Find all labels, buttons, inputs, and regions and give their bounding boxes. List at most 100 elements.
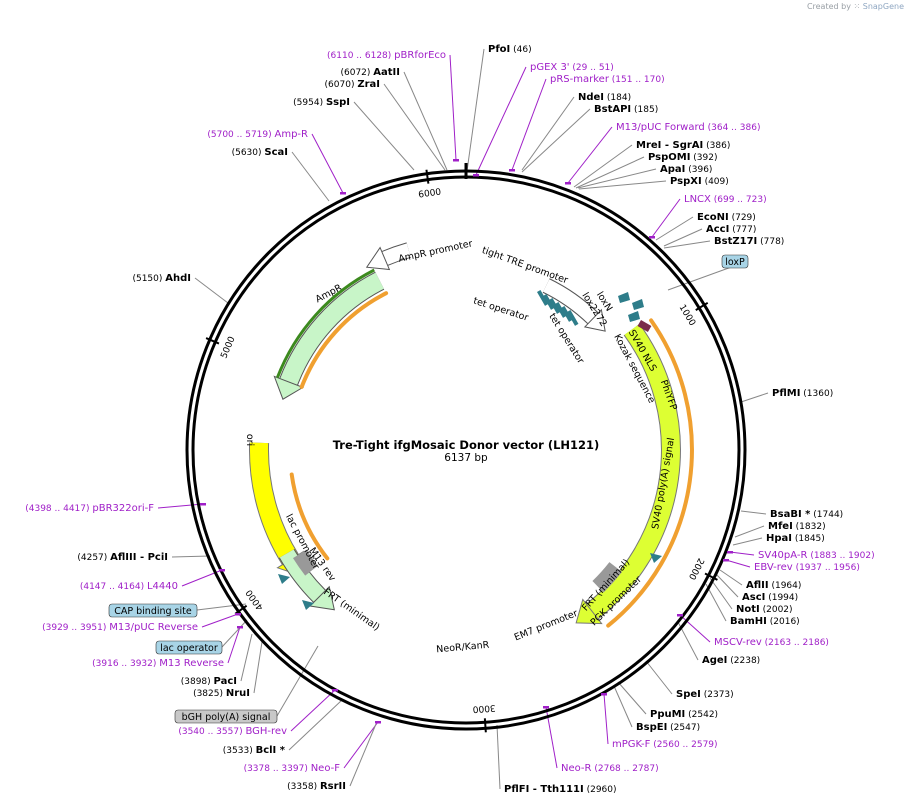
enzyme-label[interactable]: PflFI - Tth111I (2960) <box>504 784 617 795</box>
primer-label[interactable]: mPGK-F (2560 .. 2579) <box>612 739 718 750</box>
enzyme-label[interactable]: MfeI (1832) <box>768 521 826 532</box>
feature-arc[interactable] <box>280 272 384 386</box>
tick-label: 4000 <box>244 587 266 612</box>
enzyme-label[interactable]: PflMI (1360) <box>772 388 833 399</box>
enzyme-label[interactable]: AgeI (2238) <box>702 655 760 666</box>
primer-label[interactable]: (3916 .. 3932) M13 Reverse <box>92 658 224 669</box>
enzyme-label[interactable]: PspXI (409) <box>670 176 729 187</box>
primer-label[interactable]: (5700 .. 5719) Amp-R <box>207 129 308 140</box>
boxed-feature-bg[interactable] <box>174 709 278 724</box>
primer-binding-mark <box>473 174 479 177</box>
enzyme-label[interactable]: (5630) ScaI <box>232 147 288 158</box>
primer-label[interactable]: Neo-R (2768 .. 2787) <box>561 763 659 774</box>
primer-label[interactable]: SV40pA-R (1883 .. 1902) <box>758 550 875 561</box>
site-name: PacI <box>214 676 237 687</box>
enzyme-label[interactable]: BspEI (2547) <box>636 722 700 733</box>
enzyme-label[interactable]: NdeI (184) <box>578 92 631 103</box>
tick-mark <box>425 169 430 184</box>
enzyme-label[interactable]: AccI (777) <box>706 224 756 235</box>
site-leader-line <box>253 641 263 694</box>
enzyme-label[interactable]: BstZ17I (778) <box>714 236 784 247</box>
terminator-box[interactable] <box>592 561 623 593</box>
feature-arc[interactable] <box>279 549 326 603</box>
enzyme-label[interactable]: ApaI (396) <box>660 164 712 175</box>
boxed-feature-bg[interactable] <box>721 254 749 269</box>
site-leader-line <box>194 277 229 304</box>
enzyme-label[interactable]: PpuMI (2542) <box>650 709 718 720</box>
enzyme-label[interactable]: (6070) ZraI <box>325 79 380 90</box>
enzyme-label[interactable]: (6072) AatII <box>340 67 400 78</box>
primer-label[interactable]: EBV-rev (1937 .. 1956) <box>754 562 860 573</box>
enzyme-label[interactable]: AscI (1994) <box>742 592 798 603</box>
frt-site-marker <box>278 574 290 584</box>
site-position: (2373) <box>701 690 734 700</box>
boxed-feature-bg[interactable] <box>108 603 198 618</box>
site-leader-line <box>729 551 755 556</box>
site-name: BclI * <box>256 745 286 756</box>
site-leader-line <box>466 48 485 172</box>
primer-label[interactable]: (6110 .. 6128) pBRforEco <box>327 50 446 61</box>
site-position: (3533) <box>223 746 256 756</box>
enzyme-label[interactable]: EcoNI (729) <box>697 212 756 223</box>
enzyme-label[interactable]: PspOMI (392) <box>648 152 718 163</box>
primer-label[interactable]: (4398 .. 4417) pBR322ori-F <box>25 503 154 514</box>
enzyme-label[interactable]: BamHI (2016) <box>730 616 800 627</box>
orf-arc <box>275 268 375 379</box>
primer-label[interactable]: pGEX 3' (29 .. 51) <box>530 62 614 73</box>
site-position: (778) <box>757 237 784 247</box>
site-leader-line <box>227 626 241 664</box>
feature-arc[interactable] <box>250 442 299 565</box>
site-position: (1937 .. 1956) <box>793 563 860 573</box>
boxed-feature-label: loxP <box>725 257 745 268</box>
enzyme-label[interactable]: (3825) NruI <box>193 688 250 699</box>
site-position: (6110 .. 6128) <box>327 51 394 61</box>
site-leader-line <box>288 699 343 751</box>
primer-binding-mark <box>543 706 549 709</box>
enzyme-label[interactable]: (4257) AflIII - PciI <box>77 552 168 563</box>
enzyme-label[interactable]: MreI - SgrAI (386) <box>636 140 730 151</box>
primer-label[interactable]: pRS-marker (151 .. 170) <box>550 74 665 85</box>
primer-label[interactable]: (3929 .. 3951) M13/pUC Reverse <box>42 622 198 633</box>
boxed-feature-bg[interactable] <box>155 640 223 655</box>
enzyme-label[interactable]: (3898) PacI <box>181 676 237 687</box>
terminator-box[interactable] <box>293 549 318 576</box>
primer-label[interactable]: (4147 .. 4164) L4440 <box>80 581 178 592</box>
enzyme-label[interactable]: SpeI (2373) <box>676 689 734 700</box>
primer-label[interactable]: (3378 .. 3397) Neo-F <box>244 763 341 774</box>
site-name: MSCV-rev <box>714 637 762 648</box>
enzyme-label[interactable]: (5954) SspI <box>293 97 350 108</box>
enzyme-label[interactable]: HpaI (1845) <box>766 533 825 544</box>
primer-label[interactable]: MSCV-rev (2163 .. 2186) <box>714 637 829 648</box>
nls-marker <box>637 320 652 333</box>
primer-binding-mark <box>453 159 459 162</box>
primer-label[interactable]: (3540 .. 3557) BGH-rev <box>178 726 287 737</box>
enzyme-label[interactable]: NotI (2002) <box>736 604 793 615</box>
site-name: L4440 <box>147 581 178 592</box>
feature-leader-line <box>196 603 247 611</box>
feature-arrowhead <box>308 585 335 611</box>
feature-arc[interactable] <box>586 324 680 619</box>
site-position: (364 .. 386) <box>705 123 761 133</box>
enzyme-label[interactable]: (5150) AhdI <box>132 273 191 284</box>
enzyme-label[interactable]: AflII (1964) <box>746 580 801 591</box>
tet-operator-block <box>561 306 573 322</box>
site-leader-line <box>567 126 613 184</box>
site-position: (3929 .. 3951) <box>42 623 109 633</box>
primer-label[interactable]: LNCX (699 .. 723) <box>684 194 767 205</box>
site-name: BspEI <box>636 722 667 733</box>
enzyme-label[interactable]: (3358) RsrII <box>287 781 346 792</box>
feature-label: NeoR/KanR <box>436 640 490 656</box>
orf-highlight-arc <box>299 291 389 389</box>
primer-label[interactable]: M13/pUC Forward (364 .. 386) <box>616 122 760 133</box>
enzyme-label[interactable]: (3533) BclI * <box>223 745 286 756</box>
site-leader-line <box>645 660 673 695</box>
feature-arc[interactable] <box>543 279 598 324</box>
enzyme-label[interactable]: PfoI (46) <box>488 44 532 55</box>
enzyme-label[interactable]: BstAPI (185) <box>594 104 658 115</box>
enzyme-label[interactable]: BsaBI * (1744) <box>770 509 843 520</box>
site-position: (3916 .. 3932) <box>92 659 159 669</box>
primer-binding-mark <box>509 169 515 172</box>
boxed-feature-label: bGH poly(A) signal <box>182 712 271 723</box>
site-leader-line <box>521 96 575 171</box>
site-position: (184) <box>604 93 631 103</box>
